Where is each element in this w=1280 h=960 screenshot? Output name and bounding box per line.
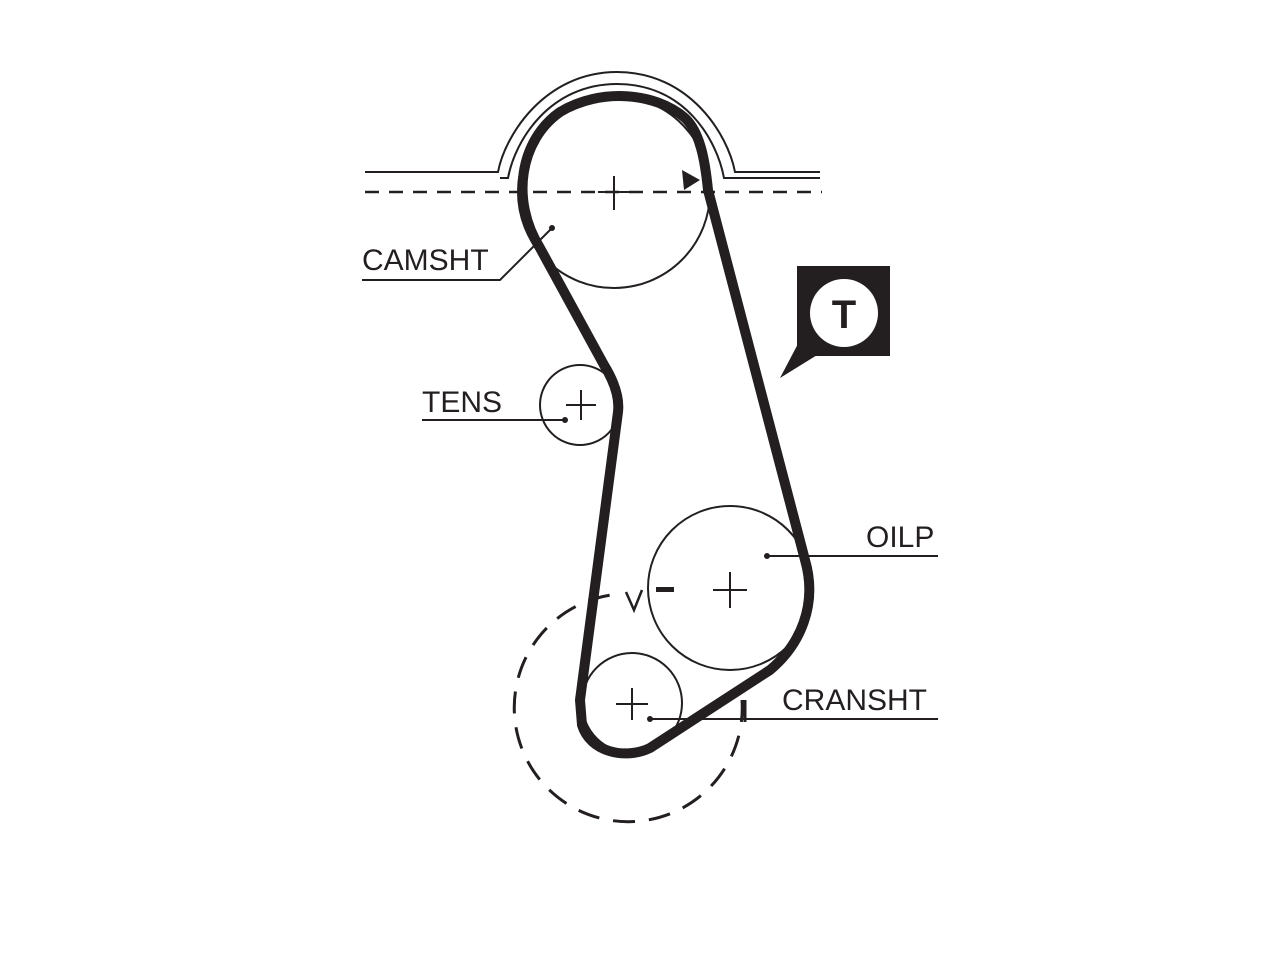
crankshaft-label: CRANSHT (782, 684, 927, 717)
engine-cover-outline (365, 70, 820, 173)
timing-arrow-icon (682, 170, 700, 190)
camshaft-label: CAMSHT (362, 244, 489, 277)
timing-marker-badge: T (780, 266, 890, 378)
oil-pump-center-icon (713, 572, 747, 608)
tensioner-leader-dot (562, 417, 568, 423)
timing-belt (517, 91, 815, 759)
oil-pump-leader-dot (764, 553, 770, 559)
crankshaft-center-icon (616, 688, 648, 720)
timing-marker-label: T (832, 293, 856, 337)
crank-timing-tick (624, 589, 644, 614)
oil-pump-label: OILP (866, 521, 934, 554)
camshaft-leader-line (362, 227, 553, 281)
tensioner-center-icon (566, 390, 596, 420)
camshaft-leader-dot (549, 225, 555, 231)
crankshaft-dashed-outline (512, 592, 744, 824)
oil-pump-timing-mark (656, 587, 674, 592)
engine-cover-inner-arc (500, 82, 820, 179)
camshaft-center-icon (598, 176, 630, 210)
crankshaft-leader-dot (647, 716, 653, 722)
tensioner-label: TENS (422, 386, 502, 419)
